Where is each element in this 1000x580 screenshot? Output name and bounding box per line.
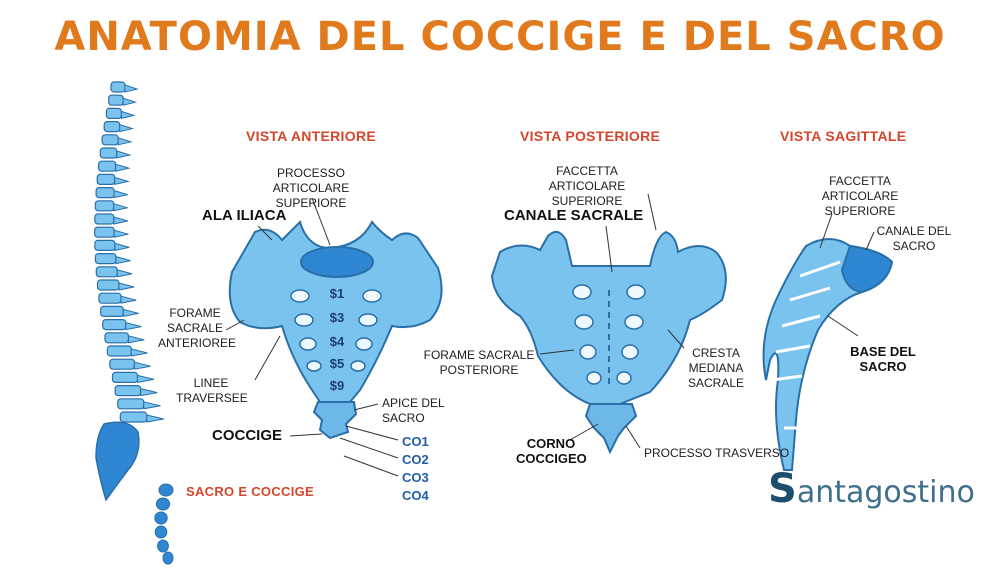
vertebra-process [114, 217, 128, 224]
vertebra-process [137, 375, 153, 382]
label-faccetta-sagittale: FACCETTA ARTICOLARE SUPERIORE [790, 174, 930, 219]
vertebra-body [97, 174, 115, 184]
vertebra-process [128, 336, 144, 343]
label-canale-del-sacro: CANALE DEL SACRO [876, 224, 952, 254]
vertebra-process [144, 402, 161, 409]
vertebra-body [110, 359, 135, 369]
vertebra-process [116, 164, 129, 171]
vertebra-body [102, 135, 118, 145]
vertebra-process [117, 151, 130, 158]
vertebra-process [121, 296, 136, 303]
vertebra-body [95, 214, 114, 224]
label-ala-iliaca: ALA ILIACA [202, 208, 286, 223]
vertebra-process [116, 257, 131, 264]
vertebra-process [119, 283, 134, 290]
mini-coccyx-segment [156, 498, 169, 510]
vertebra-body [104, 122, 120, 132]
coccygeal-label: CO4 [402, 488, 429, 503]
vertebra-process [141, 389, 158, 396]
spine-illustration [95, 82, 164, 500]
label-faccetta-posteriore: FACCETTA ARTICOLARE SUPERIORE [522, 164, 652, 209]
label-base-del-sacro: BASE DEL SACRO [846, 344, 920, 374]
vertebra-body [96, 188, 114, 198]
vertebra-label: $5 [322, 356, 352, 371]
vertebra-process [131, 349, 147, 356]
mini-coccyx-segment [155, 512, 167, 524]
label-forame-sacrale-posteriore: FORAME SACRALE POSTERIORE [420, 348, 538, 378]
vertebra-body [105, 333, 129, 343]
vertebra-body [99, 293, 121, 303]
vertebra-body [107, 346, 131, 356]
mini-coccyx-illustration [155, 484, 173, 564]
vertebra-process [115, 243, 129, 250]
vertebra-body [103, 320, 126, 330]
vertebra-process [115, 177, 128, 184]
vertebra-process [118, 138, 131, 145]
logo-initial: S [768, 466, 797, 512]
vertebra-body [96, 267, 117, 277]
logo-text: antagostino [797, 475, 975, 510]
label-forame-sacrale-anteriore: FORAME SACRALE ANTERIOREE [158, 306, 232, 351]
vertebra-body [95, 227, 115, 237]
mini-coccyx-segment [158, 540, 169, 552]
vertebra-body [95, 201, 114, 211]
label-linee-traversee: LINEE TRAVERSEE [176, 376, 246, 406]
vertebra-process [120, 125, 133, 132]
label-apice: APICE DEL SACRO [382, 396, 452, 426]
label-processo-articolare: PROCESSO ARTICOLARE SUPERIORE [246, 166, 376, 211]
vertebra-body [95, 240, 115, 250]
vertebra-body [115, 386, 140, 396]
label-cresta-mediana: CRESTA MEDIANA SACRALE [680, 346, 752, 391]
vertebra-process [126, 323, 142, 330]
santagostino-logo: Santagostino [768, 466, 975, 512]
heading-posterior-view: VISTA POSTERIORE [520, 128, 660, 144]
coccygeal-label: CO2 [402, 452, 429, 467]
vertebra-process [121, 111, 133, 118]
spine-sacrum [96, 422, 139, 500]
mini-coccyx-segment [155, 526, 167, 538]
vertebra-body [101, 306, 124, 316]
vertebra-body [111, 82, 125, 92]
coccygeal-label: CO1 [402, 434, 429, 449]
vertebra-process [125, 85, 137, 92]
vertebra-process [117, 270, 132, 277]
label-corno-coccigeo: CORNO COCCIGEO [516, 436, 586, 466]
vertebra-label: $1 [322, 286, 352, 301]
vertebra-body [120, 412, 147, 422]
posterior-sacrum [492, 232, 726, 452]
heading-anterior-view: VISTA ANTERIORE [246, 128, 376, 144]
vertebra-body [100, 148, 117, 158]
label-coccige: COCCIGE [212, 428, 282, 443]
vertebra-process [114, 191, 128, 198]
vertebra-process [123, 98, 135, 105]
vertebra-body [109, 95, 124, 105]
vertebra-body [106, 108, 121, 118]
vertebra-process [147, 415, 164, 422]
label-processo-trasverso: PROCESSO TRASVERSO [644, 446, 789, 461]
vertebra-body [112, 372, 137, 382]
vertebra-body [118, 399, 144, 409]
heading-sagittal-view: VISTA SAGITTALE [780, 128, 906, 144]
label-canale-sacrale: CANALE SACRALE [504, 208, 643, 223]
vertebra-label: $4 [322, 334, 352, 349]
mini-coccyx-segment [163, 552, 173, 564]
vertebra-process [134, 362, 150, 369]
vertebra-body [97, 280, 119, 290]
vertebra-body [95, 254, 116, 264]
vertebra-label: $3 [322, 310, 352, 325]
vertebra-label: $9 [322, 378, 352, 393]
coccygeal-label: CO3 [402, 470, 429, 485]
vertebra-process [114, 230, 128, 237]
spine-caption: SACRO E COCCIGE [186, 484, 314, 499]
vertebra-process [123, 309, 138, 316]
vertebra-process [114, 204, 128, 211]
vertebra-body [99, 161, 116, 171]
mini-coccyx-segment [159, 484, 173, 496]
